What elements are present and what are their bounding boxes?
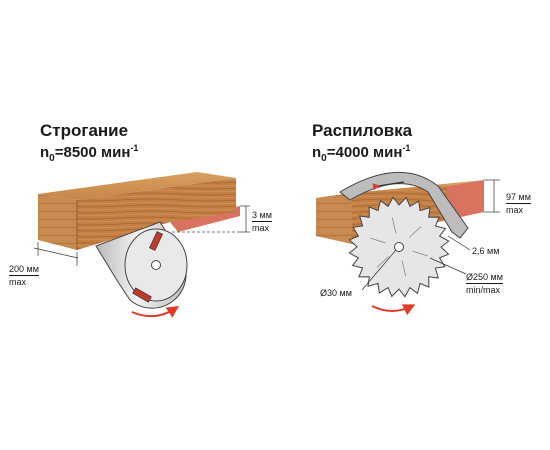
- sawing-kerf-label: 2,6 мм: [472, 246, 500, 256]
- planing-cutter-blade: [132, 287, 152, 303]
- sawing-board-front: [316, 193, 352, 244]
- planing-rotation-arrow: [131, 306, 179, 318]
- sawing-board-cut-face: [447, 180, 484, 220]
- planing-cutter-blade: [149, 231, 163, 251]
- planing-depth-label: 3 мм max: [252, 210, 272, 233]
- sawing-blade-slot: [412, 250, 428, 257]
- sawing-diameter-label: Ø250 мм min/max: [466, 272, 503, 295]
- sawing-blade-slot: [391, 217, 397, 234]
- sawing-blade-slot: [409, 226, 422, 238]
- sawing-depth-label: 97 мм max: [506, 192, 531, 215]
- sawing-speed: n0=4000 мин-1: [312, 143, 411, 164]
- sawing-title: Распиловка: [312, 121, 413, 140]
- planing-width-label: 200 мм max: [9, 264, 39, 287]
- planing-board-top: [38, 172, 236, 200]
- sawing-rotation-arrow: [371, 304, 416, 316]
- sawing-blade-bore: [394, 242, 404, 252]
- sawing-bore-label: Ø30 мм: [320, 288, 352, 298]
- sawing-blade-slot: [370, 237, 386, 244]
- sawing-diagram: [316, 171, 500, 316]
- planing-cutter-axle: [151, 260, 161, 270]
- planing-speed: n0=8500 мин-1: [40, 143, 139, 164]
- sawing-blade-slot: [376, 256, 389, 268]
- planing-title: Строгание: [40, 121, 129, 140]
- sawing-blade-slot: [401, 260, 407, 277]
- planing-diagram: [33, 172, 250, 318]
- planing-board-front: [38, 194, 77, 250]
- planing-board-side: [77, 178, 236, 250]
